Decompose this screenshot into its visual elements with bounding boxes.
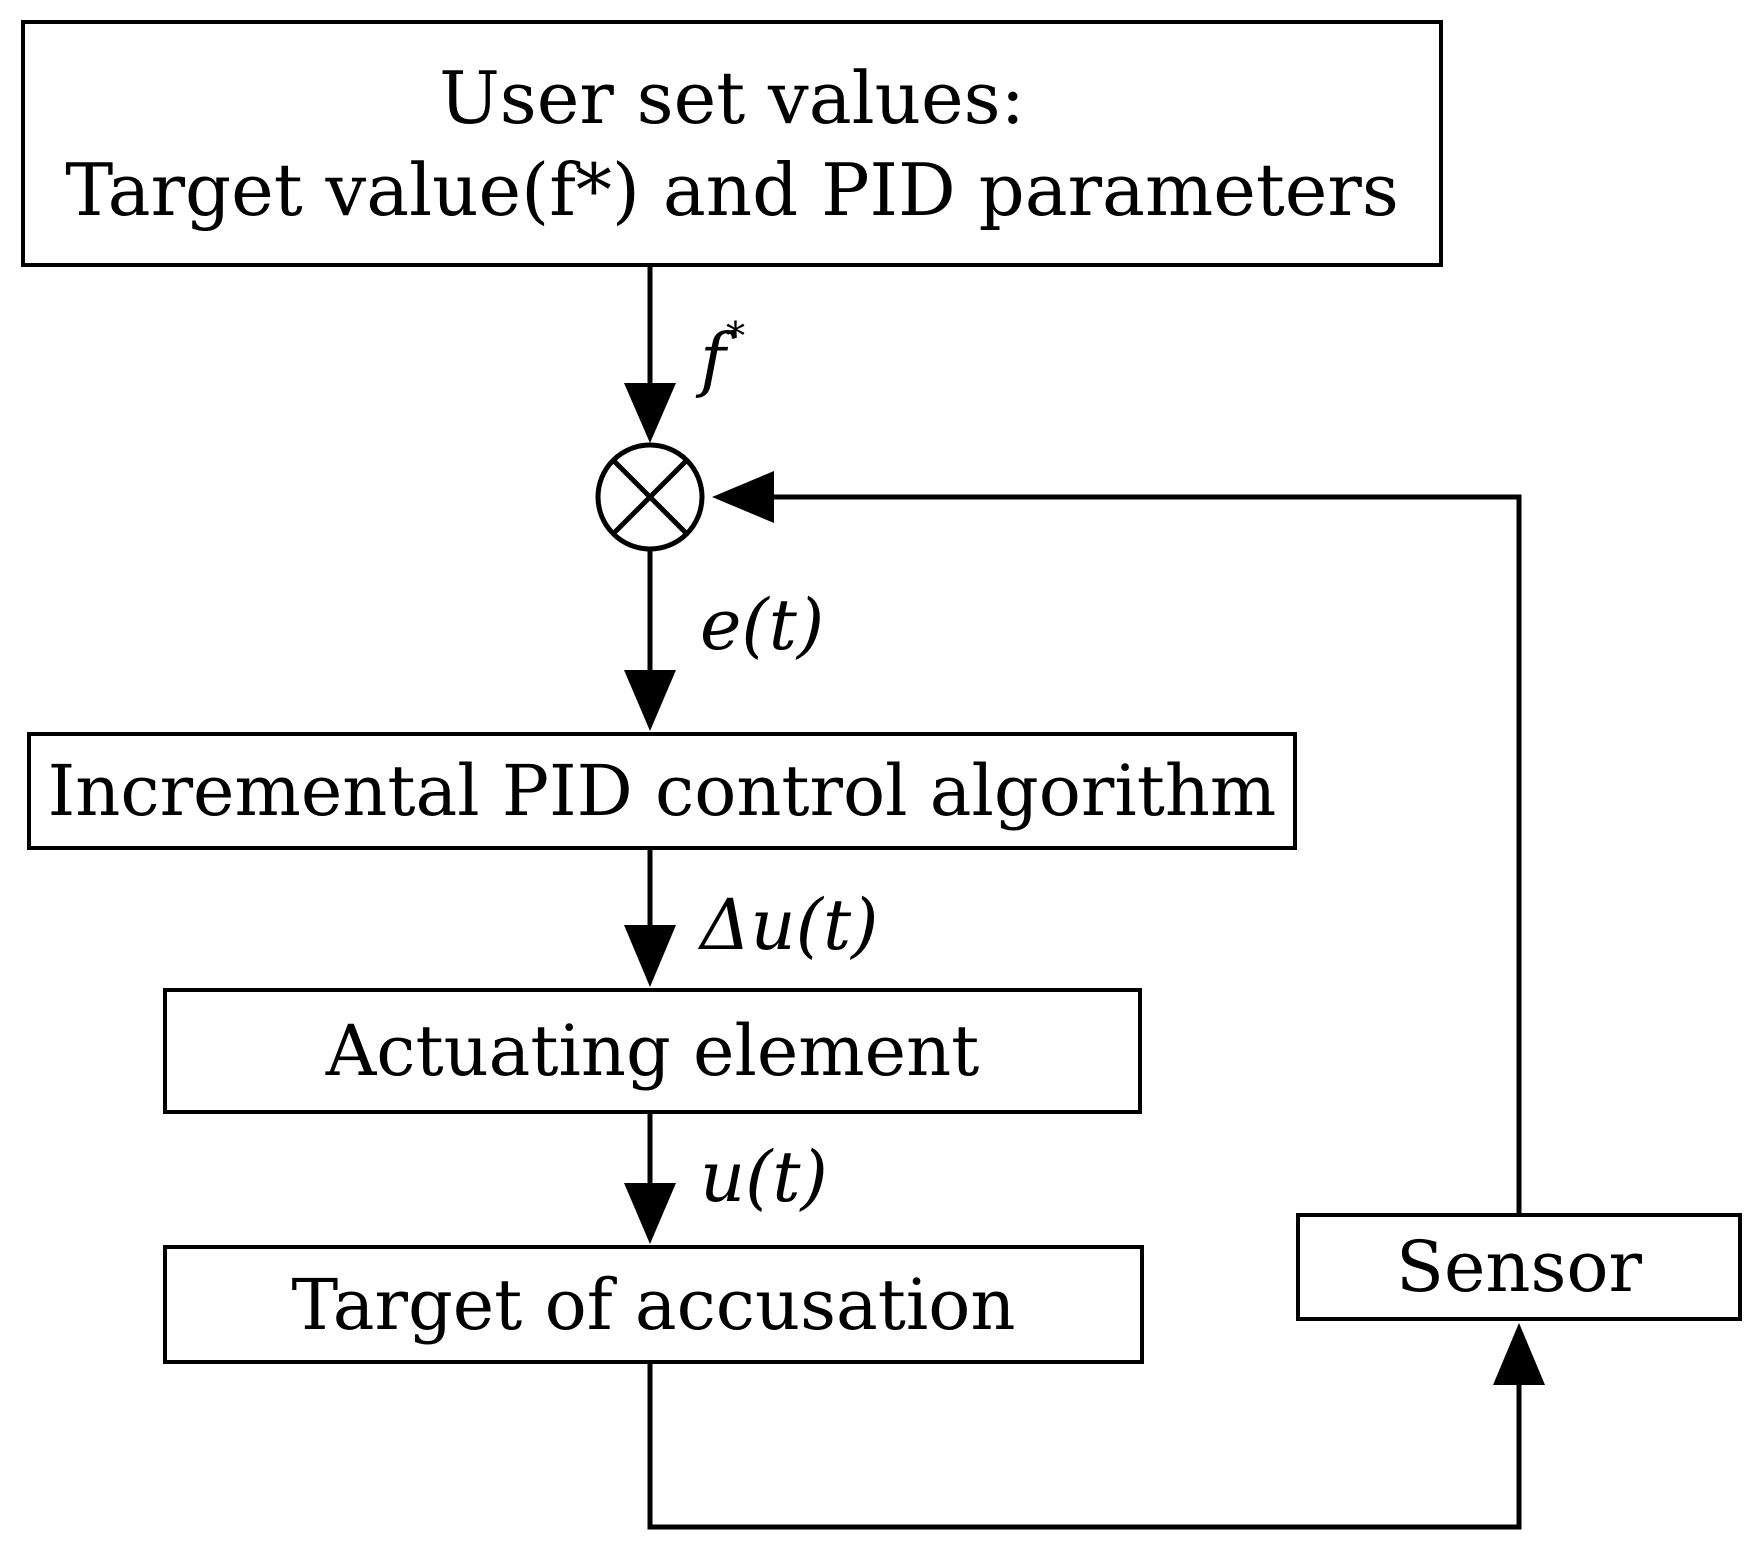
- target-block: Target of accusation: [163, 1245, 1144, 1364]
- delta-u-signal-label: Δu(t): [700, 884, 879, 966]
- arrowhead-feedback-in: [712, 471, 774, 523]
- user-set-values-title: User set values:: [439, 55, 1025, 140]
- error-signal-label: e(t): [700, 584, 825, 666]
- setpoint-superscript: *: [725, 314, 746, 359]
- sensor-block: Sensor: [1296, 1213, 1742, 1321]
- actuating-element-block: Actuating element: [163, 988, 1142, 1114]
- arrowhead-u: [624, 1183, 676, 1244]
- pid-algorithm-block: Incremental PID control algorithm: [27, 732, 1297, 850]
- arrowhead-delta-u: [624, 925, 676, 987]
- user-set-values-detail: Target value(f*) and PID parameters: [65, 147, 1399, 232]
- summing-junction-x-2: [612, 459, 688, 535]
- sensor-label: Sensor: [1396, 1226, 1642, 1308]
- feedback-path-top: [762, 494, 1522, 1213]
- actuating-element-label: Actuating element: [325, 1010, 980, 1092]
- u-signal-label: u(t): [700, 1136, 828, 1218]
- arrowhead-error: [624, 670, 676, 731]
- arrowhead-setpoint: [624, 383, 676, 443]
- user-set-values-block: User set values: Target value(f*) and PI…: [21, 20, 1443, 267]
- feedback-path-bottom: [647, 1364, 1522, 1530]
- arrowhead-sensor-in: [1493, 1323, 1545, 1385]
- setpoint-signal-label: f*: [700, 317, 745, 394]
- pid-algorithm-label: Incremental PID control algorithm: [47, 750, 1277, 832]
- target-label: Target of accusation: [291, 1263, 1016, 1346]
- setpoint-base: f: [700, 318, 726, 401]
